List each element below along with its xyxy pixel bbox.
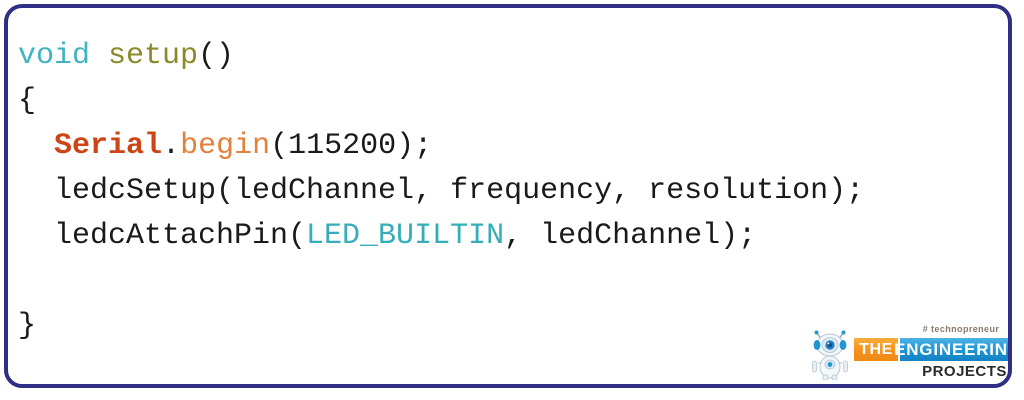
code-token: } [18, 309, 37, 343]
code-token: LED_BUILTIN [306, 219, 505, 253]
code-block: void setup() { Serial.begin(115200); ledc… [18, 34, 1002, 349]
code-line: ledcAttachPin(LED_BUILTIN, ledChannel); [18, 214, 1002, 259]
code-token: void [18, 39, 91, 73]
logo-wordmark: THE ENGINEERING [854, 338, 1008, 361]
robot-mascot-icon [812, 330, 848, 380]
code-line [18, 259, 1002, 304]
logo-word-engineering: ENGINEERING [894, 338, 1008, 361]
code-line: { [18, 79, 1002, 124]
code-token: . [162, 129, 181, 163]
code-token: , ledChannel); [504, 219, 757, 253]
code-line: Serial.begin(115200); [18, 124, 1002, 169]
code-token: () [198, 39, 235, 73]
code-line: ledcSetup(ledChannel, frequency, resolut… [18, 169, 1002, 214]
code-token [18, 129, 54, 163]
code-token [90, 39, 108, 73]
code-token: ledcSetup(ledChannel, frequency, resolut… [18, 174, 865, 208]
code-line: } [18, 304, 1002, 349]
code-token: (115200); [270, 129, 433, 163]
code-token: { [18, 84, 37, 118]
code-token: begin [180, 129, 271, 163]
code-token: setup [108, 39, 199, 73]
code-line: void setup() [18, 34, 1002, 79]
logo-tagline: # technopreneur [922, 324, 1000, 334]
logo-word-projects: PROJECTS [922, 363, 1007, 380]
the-engineering-projects-logo: # technopreneur THE ENGINEERING PROJECTS [808, 324, 1008, 384]
code-token: Serial [54, 129, 163, 163]
logo-word-the: THE [854, 338, 898, 361]
code-token: ledcAttachPin( [18, 219, 307, 253]
code-snippet-card: void setup() { Serial.begin(115200); ledc… [4, 4, 1012, 388]
